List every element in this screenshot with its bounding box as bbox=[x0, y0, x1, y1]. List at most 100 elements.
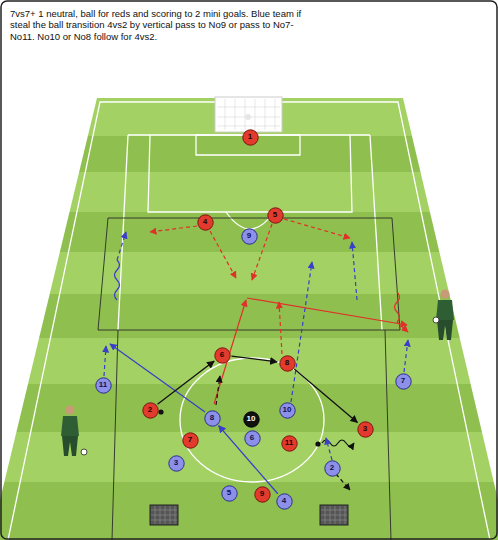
player-number: 1 bbox=[248, 133, 252, 141]
player-number: 3 bbox=[363, 425, 367, 433]
pitch-lines bbox=[118, 135, 128, 330]
player-circle bbox=[324, 460, 339, 475]
movement-arrows bbox=[115, 260, 120, 300]
big-goal bbox=[217, 126, 280, 127]
player-number: 9 bbox=[247, 232, 251, 240]
zone-lines bbox=[98, 218, 400, 540]
instruction-text: 7vs7+ 1 neutral, ball for reds and scori… bbox=[10, 8, 310, 42]
pitch-lines bbox=[8, 102, 490, 540]
grass bbox=[0, 98, 498, 540]
player-circle bbox=[142, 402, 157, 417]
player-circle bbox=[244, 430, 259, 445]
player-circle bbox=[242, 129, 257, 144]
mini-goal bbox=[321, 520, 347, 521]
player-marker: 2 bbox=[324, 460, 341, 477]
zone-lines bbox=[98, 218, 400, 330]
player-marker: 2 bbox=[142, 402, 159, 419]
player-marker: 6 bbox=[214, 347, 231, 364]
movement-arrows bbox=[352, 242, 357, 300]
movement-arrows bbox=[214, 300, 246, 404]
player-circle bbox=[204, 410, 219, 425]
grass bbox=[0, 252, 498, 294]
player-number: 10 bbox=[283, 406, 292, 414]
coach-figure bbox=[81, 449, 87, 455]
pass-arrow bbox=[219, 426, 278, 494]
big-goal bbox=[275, 99, 276, 130]
player-circle bbox=[395, 373, 410, 388]
player-number: 6 bbox=[250, 434, 254, 442]
mini-goal bbox=[320, 505, 348, 525]
player-number: 2 bbox=[148, 406, 152, 414]
big-goal bbox=[217, 99, 280, 130]
coach-figure bbox=[436, 300, 454, 320]
player-marker: 5 bbox=[221, 485, 238, 502]
player-number: 10 bbox=[247, 415, 256, 423]
pitch-lines bbox=[148, 135, 352, 212]
player-marker: 10 bbox=[243, 411, 260, 428]
movement-arrows bbox=[336, 474, 350, 490]
player-marker: 9 bbox=[254, 486, 271, 503]
player-circle bbox=[254, 486, 269, 501]
mini-goal bbox=[321, 515, 347, 516]
player-number: 4 bbox=[282, 497, 286, 505]
player-number: 7 bbox=[188, 436, 192, 444]
player-circle bbox=[279, 402, 294, 417]
mini-goal bbox=[150, 505, 178, 525]
pitch-lines bbox=[370, 135, 382, 330]
player-marker: 1 bbox=[242, 129, 259, 146]
player-number: 7 bbox=[401, 377, 405, 385]
mini-goal bbox=[321, 510, 347, 511]
player-circle bbox=[214, 347, 229, 362]
movement-arrows bbox=[404, 340, 408, 372]
pass-arrow bbox=[294, 369, 357, 422]
movement-arrows bbox=[397, 322, 408, 332]
player-marker: 7 bbox=[182, 432, 199, 449]
player-marker: 11 bbox=[95, 377, 112, 394]
zone-lines bbox=[385, 330, 391, 540]
movement-arrows bbox=[210, 231, 236, 278]
player-circle bbox=[243, 411, 258, 426]
pitch-lines bbox=[226, 212, 274, 229]
player-marker: 3 bbox=[168, 455, 185, 472]
big-goal bbox=[255, 99, 256, 130]
player-marker: 8 bbox=[204, 410, 221, 427]
movement-arrows bbox=[104, 346, 106, 376]
player-number: 5 bbox=[273, 211, 277, 219]
player-circle bbox=[267, 207, 282, 222]
player-circle bbox=[241, 228, 256, 243]
zone-lines bbox=[112, 330, 118, 540]
mini-goal bbox=[151, 506, 177, 524]
coach-figure bbox=[62, 436, 78, 456]
movement-arrows bbox=[279, 302, 282, 354]
mini-goal bbox=[151, 510, 177, 511]
coach-figure bbox=[441, 290, 450, 299]
grass bbox=[0, 338, 498, 384]
player-number: 3 bbox=[174, 459, 178, 467]
player-marker: 11 bbox=[281, 435, 298, 452]
player-number: 8 bbox=[210, 414, 214, 422]
grass bbox=[0, 172, 498, 212]
pass-arrow bbox=[158, 361, 215, 404]
player-circle bbox=[281, 435, 296, 450]
big-goal bbox=[215, 97, 282, 132]
big-goal bbox=[245, 114, 251, 120]
player-circle bbox=[357, 421, 372, 436]
player-circle bbox=[276, 493, 291, 508]
ball bbox=[158, 409, 163, 414]
player-number: 9 bbox=[260, 490, 264, 498]
movement-arrows bbox=[284, 219, 350, 238]
player-marker: 4 bbox=[276, 493, 293, 510]
coach-figure bbox=[437, 320, 453, 340]
movement-arrows bbox=[216, 376, 220, 405]
player-marker: 6 bbox=[244, 430, 261, 447]
mini-goal bbox=[321, 506, 347, 524]
big-goal bbox=[245, 99, 246, 130]
big-goal bbox=[235, 99, 236, 130]
player-number: 11 bbox=[99, 381, 107, 389]
player-marker: 8 bbox=[279, 355, 296, 372]
movement-arrows bbox=[104, 219, 408, 490]
